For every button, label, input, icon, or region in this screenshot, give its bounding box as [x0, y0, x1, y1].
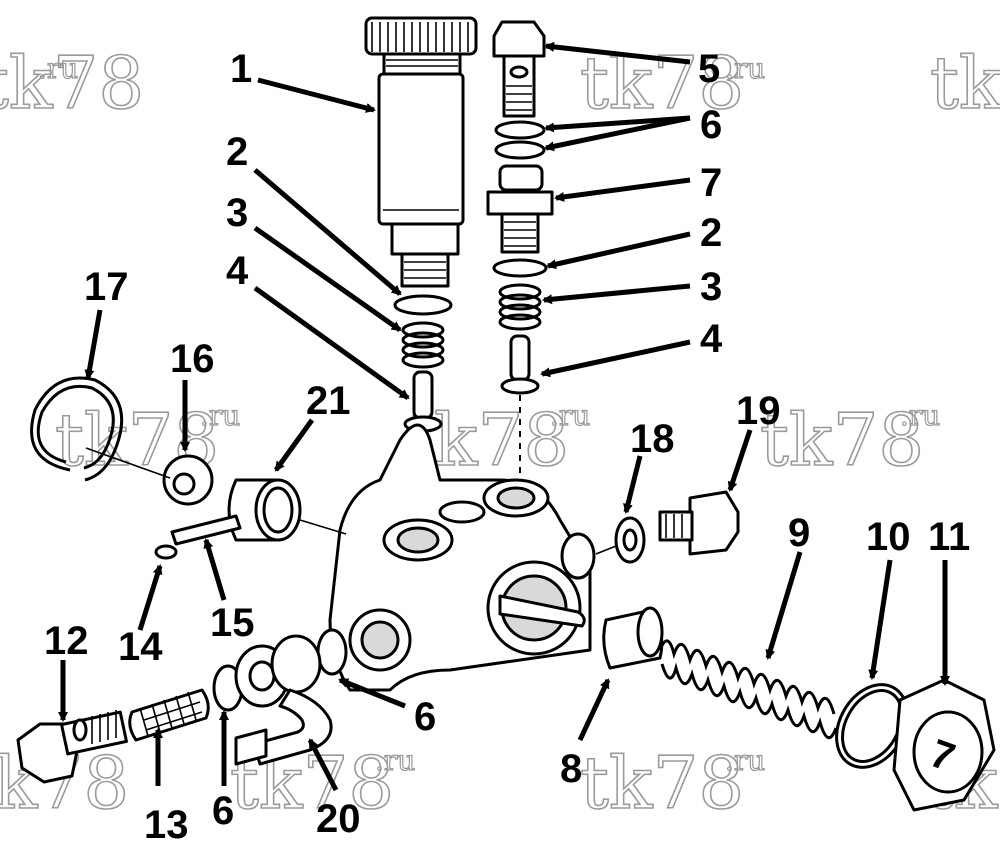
svg-text:.ru: .ru [38, 52, 78, 85]
part-21-sleeve [227, 478, 302, 542]
callout-3-right: 3 [700, 265, 722, 309]
svg-text:tk78: tk78 [760, 398, 924, 482]
callout-14: 14 [118, 625, 163, 669]
watermark-top-right: tk78 [929, 40, 1000, 126]
pump-body [328, 423, 596, 692]
part-5-banjo-bolt [492, 20, 546, 118]
callout-19: 19 [736, 389, 781, 433]
callout-18: 18 [630, 417, 675, 461]
callout-2-left: 2 [226, 130, 248, 174]
part-18-washer [614, 516, 646, 564]
part-2-seal-ring-left [393, 294, 453, 316]
part-2-seal-ring-right [492, 258, 548, 278]
callout-3-left: 3 [226, 191, 248, 235]
part-13-strainer [128, 688, 210, 742]
left-stack-parts [393, 294, 453, 433]
callout-16: 16 [170, 337, 215, 381]
part-4-valve-left [403, 370, 443, 433]
part-3-spring-left [401, 321, 445, 369]
callout-20: 20 [316, 797, 361, 841]
watermark-mid-right: tk78.ru [759, 397, 941, 483]
part-17-snap-ring [30, 376, 124, 482]
part-7-valve-fitting [486, 164, 554, 254]
part-15-pin [170, 514, 242, 546]
svg-text:.ru: .ru [725, 744, 765, 777]
callout-9: 9 [788, 511, 810, 555]
svg-text:.ru: .ru [375, 744, 415, 777]
callout-4-left: 4 [226, 249, 249, 293]
watermark-bottom-center-right: tk78.ru [579, 740, 766, 826]
callout-10: 10 [866, 515, 911, 559]
assembly-line-right-side [595, 545, 617, 555]
callout-2-right: 2 [700, 211, 722, 255]
svg-text:.ru: .ru [200, 399, 240, 432]
svg-text:tk78: tk78 [580, 741, 744, 825]
svg-text:tk78: tk78 [0, 41, 144, 125]
watermark-top-left: tk78.ru [0, 40, 145, 126]
part-16-bushing [162, 454, 214, 506]
part-9-spring [658, 639, 838, 739]
callout-6-bottom: 6 [212, 789, 234, 833]
part-1-hand-primer [364, 16, 478, 288]
callout-5: 5 [698, 47, 720, 91]
callout-13: 13 [144, 803, 189, 847]
callout-11: 11 [928, 515, 970, 559]
callout-6-top: 6 [700, 103, 722, 147]
part-20-banjo-fitting [234, 634, 333, 766]
callout-6-mid: 6 [414, 695, 436, 739]
callout-17: 17 [84, 265, 129, 309]
callout-15: 15 [210, 601, 255, 645]
leader-arrows [58, 41, 950, 792]
part-8-piston [602, 606, 664, 670]
part-4-valve-right [500, 334, 540, 395]
svg-text:.ru: .ru [550, 399, 590, 432]
assembly-line-left-side [85, 447, 347, 535]
right-stack-parts [486, 20, 554, 395]
svg-text:tk78: tk78 [930, 41, 1000, 125]
callout-7: 7 [700, 161, 722, 205]
callout-4-right: 4 [700, 317, 723, 361]
callout-12: 12 [44, 619, 89, 663]
callout-8: 8 [560, 747, 582, 791]
callout-21: 21 [306, 379, 351, 423]
part-14-clip [154, 544, 178, 560]
part-6-washer-lower-right [316, 628, 348, 676]
callout-1: 1 [230, 47, 252, 91]
part-19-plug-bolt [658, 490, 740, 556]
callout-labels: 1 2 3 4 5 6 7 2 3 4 17 16 21 18 19 9 10 … [44, 47, 970, 847]
part-11-screw-plug: 7 [892, 678, 996, 812]
part-12-banjo-bolt [16, 710, 128, 784]
svg-text:.ru: .ru [725, 52, 765, 85]
part-6-washer-top [494, 120, 546, 140]
part-3-spring-right [498, 283, 542, 331]
svg-text:.ru: .ru [900, 399, 940, 432]
part-6-washer-bottom [494, 140, 546, 160]
